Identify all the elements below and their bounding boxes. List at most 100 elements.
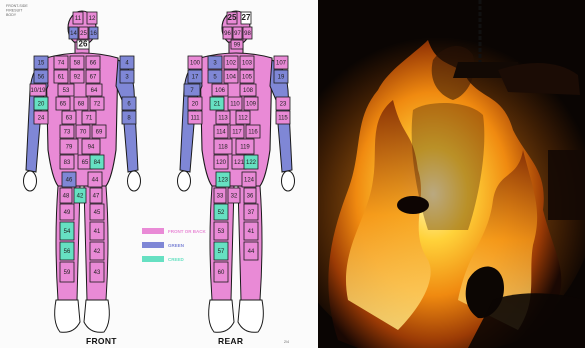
fire-photo-panel [318,0,585,348]
rear-zone-number: 57 [218,249,225,255]
rear-zone-number: 113 [218,116,228,122]
rear-zone-number: 109 [246,102,257,108]
rear-zone: 106 [212,84,228,96]
header-line-1: FRONT-SIDE [6,4,28,8]
rear-zone-number: 118 [218,145,228,151]
rear-zone: 115 [276,111,290,124]
front-zone: 16 [89,27,98,39]
rear-zone: 123 [216,172,230,187]
rear-zone: 7 [184,84,200,96]
front-zone: 49 [60,204,74,220]
rear-zone-number: 17 [192,75,199,81]
front-zone: 11 [73,12,83,24]
diagram-header: FRONT-SIDE FIRESUIT BODY [6,4,28,17]
front-zone-number: 68 [78,102,85,108]
rear-zone-number: 53 [218,229,225,235]
rear-zone-number: 104 [226,75,237,81]
rear-zone-number: 98 [244,31,251,37]
front-zone-number: 66 [90,61,97,67]
rear-zone-number: 33 [217,194,224,200]
rear-zone: 57 [214,242,228,260]
rear-zone: 102 [224,56,238,69]
rear-zone: 105 [240,70,254,83]
rear-zone: 119 [236,139,254,154]
rear-zone-number: 27 [242,13,251,22]
front-zone: 65 [56,97,70,110]
rear-view-label: REAR [218,336,243,346]
rear-zone: 20 [188,97,202,110]
front-zone: 72 [90,97,104,110]
front-zone: 69 [92,125,106,138]
rear-zone: 32 [228,188,240,203]
front-zone: 61 [54,70,68,83]
front-zone-number: 53 [63,88,70,94]
rear-zone: 99 [231,40,243,49]
front-zone-number: 64 [91,88,98,94]
front-zone-number: 70 [80,130,87,136]
rear-zone-number: 102 [226,61,237,67]
front-zone-number: 61 [58,75,65,81]
front-zone-number: 67 [90,75,97,81]
rear-zone-number: 100 [190,61,201,67]
rear-zone-number: 105 [242,75,253,81]
rear-zone: 17 [188,70,202,83]
rear-zone-number: 107 [276,61,287,67]
rear-zone: 60 [214,262,228,282]
front-zone-number: 73 [64,130,71,136]
legend-swatch [142,242,164,248]
front-zone: 83 [60,155,74,169]
front-zone: 63 [62,111,76,124]
rear-zone-number: 21 [214,102,221,108]
front-zone-number: 42 [77,194,84,200]
rear-zone-number: 25 [228,13,237,22]
legend: FRONT OR BACK GREEN CREED [142,228,206,262]
rear-zone: 113 [216,111,230,124]
front-zone: 67 [86,70,100,83]
legend-swatch [142,228,164,234]
header-line-2: FIRESUIT [6,9,23,13]
rear-zone-number: 23 [280,102,287,108]
rear-zone: 103 [240,56,254,69]
front-zone-number: 84 [94,160,101,166]
rear-zone: 117 [230,125,244,138]
front-zone-number: 58 [74,61,81,67]
legend-label: FRONT OR BACK [168,229,206,234]
rear-zone-number: 116 [248,130,258,136]
front-zone: 46 [62,172,76,187]
front-zone: 59 [60,262,74,282]
front-zone-number: 10/19 [30,88,46,94]
rear-zone: 52 [214,204,228,220]
legend-entry: GREEN [142,242,184,248]
front-zone: 8 [122,111,136,124]
front-zone-number: 59 [64,270,71,276]
front-zone: 92 [70,70,84,83]
fire-photo [318,0,585,348]
background-structure [548,150,585,220]
front-zone-number: 65 [60,102,67,108]
rear-zone-number: 112 [238,116,248,122]
rear-zone: 36 [244,188,256,203]
rear-zone: 104 [224,70,238,83]
rear-zone-number: 117 [232,130,242,136]
rear-figure: 2527969798991003102103107175104105197106… [178,11,295,332]
rear-zone-number: 111 [190,116,200,122]
front-zone-number: 41 [94,229,101,235]
legend-entry: CREED [142,256,185,262]
front-zone-number: 54 [64,229,71,235]
rear-zone: 25 [227,12,237,24]
front-zone: 42 [90,242,104,260]
rear-zone-number: 115 [278,116,288,122]
front-zone: 10/19 [30,84,46,96]
front-zone: 45 [90,204,104,220]
front-zone-number: 48 [63,194,70,200]
rear-zone-number: 99 [234,43,241,49]
legend-entry: FRONT OR BACK [142,228,206,234]
front-zone-number: 43 [94,270,101,276]
front-zone: 48 [60,188,72,203]
front-zone: 6 [122,97,136,110]
front-zone-number: 20 [38,102,45,108]
dark-object [397,196,429,214]
rear-zone-number: 19 [278,75,285,81]
rear-zone: 97 [233,27,242,39]
rear-zone-number: 20 [192,102,199,108]
